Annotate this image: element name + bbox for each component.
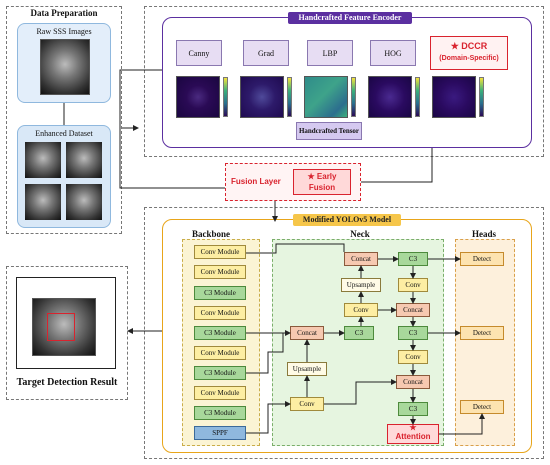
encoder-outer-panel — [144, 6, 544, 157]
hog-heatmap — [368, 76, 412, 118]
grad-heatmap — [240, 76, 284, 118]
feature-hog: HOG — [370, 40, 416, 66]
feature-lbp: LBP — [307, 40, 353, 66]
attention-label: Attention — [395, 432, 431, 441]
dccr-box — [430, 36, 508, 70]
early-fusion-box — [293, 169, 351, 195]
heads-title: Heads — [471, 229, 496, 239]
yolo-title: Modified YOLOv5 Model — [293, 214, 401, 226]
backbone-c3-4: C3 Module — [194, 406, 246, 420]
attention-star-icon: ★ — [409, 423, 417, 432]
data-preparation-panel — [6, 6, 122, 234]
backbone-c3-2: C3 Module — [194, 326, 246, 340]
dccr-subtitle: (Domain-Specific) — [439, 55, 499, 62]
feature-grad: Grad — [243, 40, 289, 66]
backbone-title: Backbone — [191, 229, 230, 239]
canny-heatmap — [176, 76, 220, 118]
backbone-conv-5: Conv Module — [194, 386, 246, 400]
detection-bounding-box — [47, 313, 75, 341]
result-title: Target Detection Result — [16, 377, 118, 388]
grad-colorbar — [287, 77, 292, 117]
neck-conv-1: Conv — [398, 278, 428, 292]
neck-conv-b: Conv — [290, 397, 324, 411]
backbone-conv-3: Conv Module — [194, 306, 246, 320]
enhanced-image-1 — [25, 142, 61, 178]
backbone-sppf: SPPF — [194, 426, 246, 440]
raw-sss-image — [40, 39, 90, 95]
neck-title: Neck — [350, 229, 370, 239]
canny-colorbar — [223, 77, 228, 117]
fusion-layer-label: Fusion Layer — [231, 177, 281, 186]
dccr-colorbar — [479, 77, 484, 117]
handcrafted-tensor-box: Handcrafted Tensor — [296, 122, 362, 140]
backbone-conv-1: Conv Module — [194, 245, 246, 259]
raw-images-label: Raw SSS Images — [36, 27, 92, 36]
neck-concat-top: Concat — [344, 252, 378, 266]
enhanced-dataset-label: Enhanced Dataset — [35, 129, 93, 138]
enhanced-image-3 — [25, 184, 61, 220]
data-preparation-title: Data Preparation — [30, 8, 98, 18]
enhanced-image-4 — [66, 184, 102, 220]
backbone-conv-4: Conv Module — [194, 346, 246, 360]
hog-colorbar — [415, 77, 420, 117]
detect-head-1: Detect — [460, 252, 504, 266]
encoder-title: Handcrafted Feature Encoder — [288, 12, 412, 24]
detect-head-2: Detect — [460, 326, 504, 340]
feature-canny: Canny — [176, 40, 222, 66]
yolo-outer-panel — [144, 207, 544, 459]
result-image — [32, 298, 96, 356]
dccr-heatmap — [432, 76, 476, 118]
dccr-title: ★ DCCR — [450, 41, 488, 51]
connector-lines — [63, 69, 485, 435]
lbp-heatmap — [304, 76, 348, 118]
backbone-c3-3: C3 Module — [194, 366, 246, 380]
early-fusion-label: ★ Early Fusion — [307, 172, 337, 192]
backbone-conv-2: Conv Module — [194, 265, 246, 279]
result-frame — [16, 277, 116, 369]
lbp-colorbar — [351, 77, 356, 117]
enhanced-image-2 — [66, 142, 102, 178]
backbone-c3-1: C3 Module — [194, 286, 246, 300]
